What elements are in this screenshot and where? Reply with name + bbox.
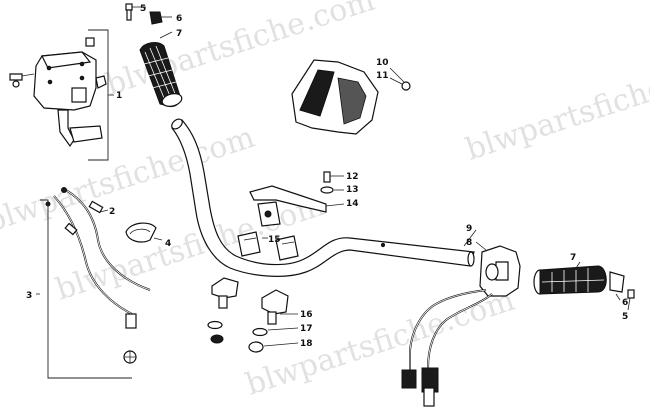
- leader-2: [99, 209, 109, 213]
- leader-9: [463, 229, 477, 247]
- leader-18: [263, 342, 299, 347]
- clamp-bracket: [249, 171, 334, 227]
- callout-18: 18: [300, 339, 313, 349]
- bracket-3: [40, 199, 132, 379]
- callout-17: 17: [300, 324, 313, 334]
- leader-10: [389, 67, 405, 83]
- callout-6-top: 6: [176, 14, 182, 24]
- callout-8: 8: [466, 238, 472, 248]
- leader-5b: [627, 297, 631, 311]
- callout-11: 11: [376, 71, 389, 81]
- callout-9: 9: [466, 224, 472, 234]
- grip-right: [533, 265, 635, 299]
- callout-3: 3: [26, 291, 32, 301]
- callout-7-right: 7: [570, 253, 576, 263]
- callout-5-top: 5: [140, 4, 146, 14]
- throttle-assembly: [9, 37, 107, 148]
- riser-right: [248, 289, 289, 353]
- callout-13: 13: [346, 185, 359, 195]
- leader-6b: [615, 293, 621, 301]
- callout-7-top: 7: [176, 29, 182, 39]
- throttle-cable: [45, 187, 151, 364]
- callout-1: 1: [116, 91, 122, 101]
- cable-clamp: [125, 222, 157, 243]
- leader-11: [389, 77, 403, 85]
- leader-7b: [575, 261, 581, 269]
- callout-14: 14: [346, 199, 359, 209]
- callout-12: 12: [346, 172, 359, 182]
- riser-left: [207, 277, 239, 344]
- grip-left: [125, 3, 183, 107]
- handlebar-cover: [291, 59, 411, 135]
- leader-7a: [159, 31, 173, 39]
- watermark-right: blwpartsfiche.com: [462, 48, 650, 168]
- callout-4: 4: [165, 239, 171, 249]
- callout-15: 15: [268, 235, 281, 245]
- callout-5-right: 5: [622, 312, 628, 322]
- handlebar-cap: [237, 231, 299, 261]
- callout-16: 16: [300, 310, 313, 320]
- handlebar: [171, 118, 475, 277]
- switch-housing: [401, 245, 521, 407]
- leader-14: [325, 203, 345, 207]
- callout-6-right: 6: [622, 298, 628, 308]
- callout-10: 10: [376, 58, 389, 68]
- callout-2: 2: [109, 207, 115, 217]
- leader-17: [267, 327, 299, 331]
- leader-8: [475, 241, 487, 251]
- leader-4: [153, 237, 163, 241]
